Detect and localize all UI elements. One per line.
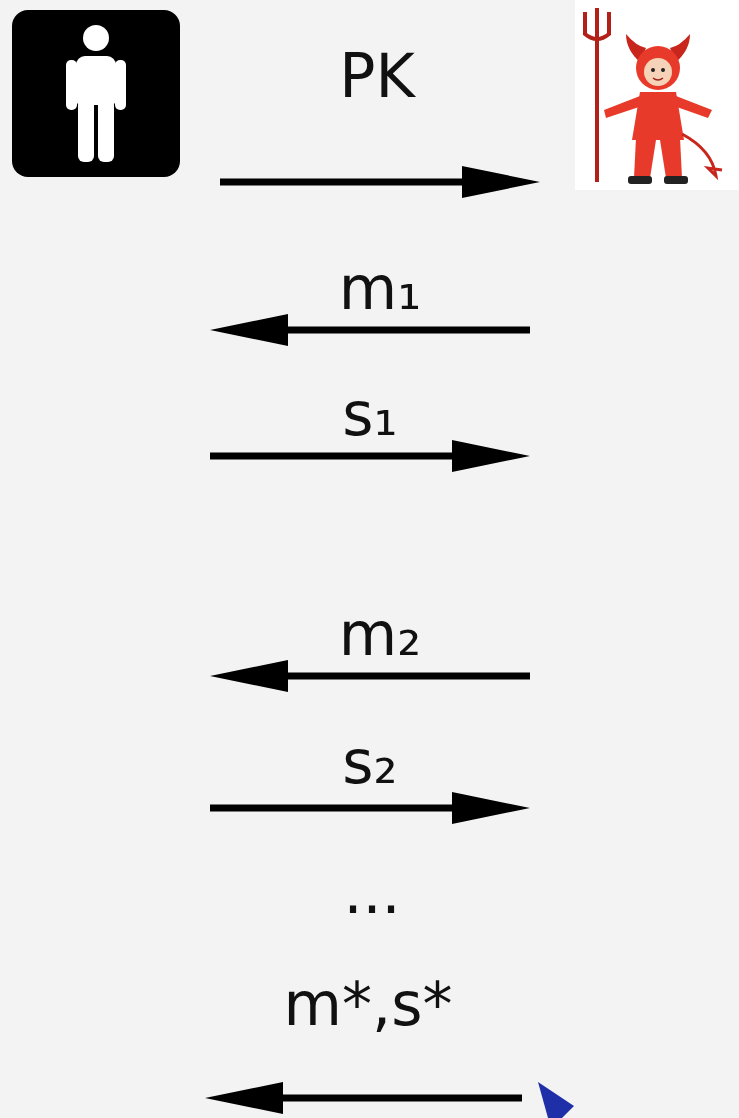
message-label: m₁	[339, 258, 422, 318]
message-label: PK	[339, 46, 415, 106]
devil-ground	[575, 0, 739, 190]
message-label: m*,s*	[284, 974, 453, 1034]
person-arm	[115, 60, 126, 110]
devil-arm	[604, 96, 642, 118]
arrow-line	[210, 453, 460, 460]
arrow-head	[462, 166, 540, 198]
person-torso	[76, 56, 116, 108]
person-leg	[78, 100, 94, 162]
devil-hood	[636, 46, 680, 90]
devil-leg	[634, 138, 656, 178]
arrow-head	[210, 660, 288, 692]
message-label: s₂	[342, 732, 397, 792]
callout-arrow	[538, 1082, 574, 1118]
person-head	[83, 25, 109, 51]
arrow-head	[452, 792, 530, 824]
devil-arm	[674, 96, 712, 118]
arrow-line	[280, 673, 530, 680]
icon-tile	[12, 10, 180, 177]
devil-face	[644, 58, 672, 86]
arrow-head	[205, 1082, 283, 1114]
message-arrows	[205, 166, 540, 1114]
trident-head	[585, 8, 609, 39]
message-label: ...	[343, 862, 400, 922]
person-arm	[66, 60, 77, 110]
devil-tail	[682, 134, 722, 176]
arrow-line	[210, 805, 460, 812]
devil-boot	[628, 176, 652, 184]
leg-gap	[94, 105, 98, 162]
arrow-line	[280, 327, 530, 334]
devil-boot	[664, 176, 688, 184]
arrow-head	[452, 440, 530, 472]
trident-shaft	[595, 28, 599, 182]
message-label: m₂	[339, 604, 422, 664]
message-label: s₁	[342, 384, 397, 444]
devil-eye	[661, 68, 665, 72]
person-icon	[12, 10, 180, 177]
devil-eye	[651, 68, 655, 72]
person-leg	[98, 100, 114, 162]
arrow-line	[220, 179, 470, 186]
arrow-line	[275, 1095, 522, 1102]
devil-icon	[575, 0, 739, 190]
arrow-head	[210, 314, 288, 346]
devil-leg	[660, 138, 682, 178]
devil-mouth	[653, 78, 663, 80]
